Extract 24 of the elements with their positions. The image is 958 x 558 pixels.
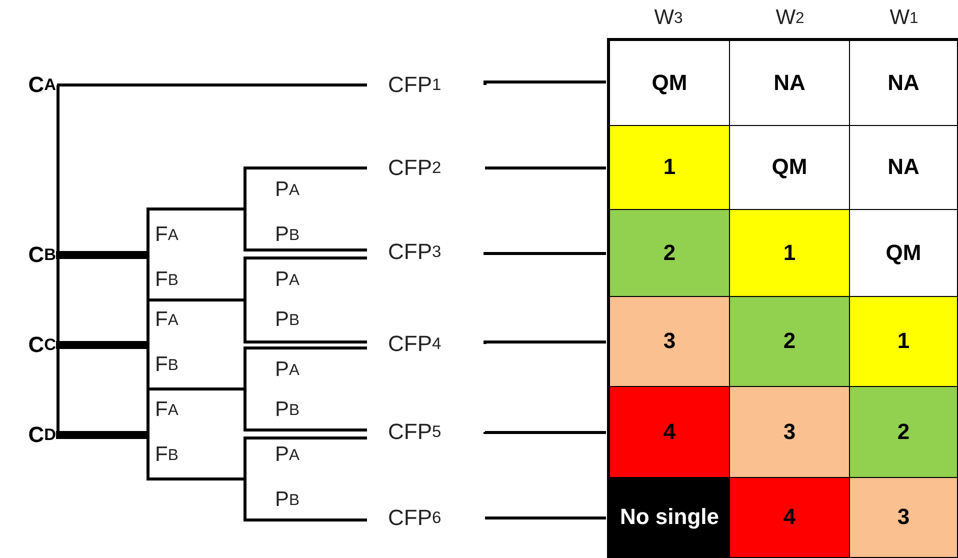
score-cell: QM xyxy=(730,126,850,210)
score-cell: NA xyxy=(730,38,850,126)
score-cell: 1 xyxy=(607,126,730,210)
score-cell: 4 xyxy=(730,478,850,558)
score-cell: 4 xyxy=(607,387,730,478)
score-cell: QM xyxy=(850,210,958,297)
branch-line xyxy=(484,252,606,255)
branch-line xyxy=(484,340,606,344)
score-cell: 2 xyxy=(850,387,958,478)
score-cell: 3 xyxy=(730,387,850,478)
score-cell: NA xyxy=(850,38,958,126)
score-cell: 2 xyxy=(607,210,730,297)
branch-line xyxy=(484,516,606,520)
score-cell: No single xyxy=(607,478,730,558)
branch-line xyxy=(484,166,606,170)
score-cell: 3 xyxy=(850,478,958,558)
score-cell: 1 xyxy=(850,297,958,387)
score-cell: NA xyxy=(850,126,958,210)
score-cell: 2 xyxy=(730,297,850,387)
score-cell: 3 xyxy=(607,297,730,387)
branch-line xyxy=(484,80,606,85)
score-cell: 1 xyxy=(730,210,850,297)
branch-line xyxy=(484,430,606,434)
score-cell: QM xyxy=(607,38,730,126)
